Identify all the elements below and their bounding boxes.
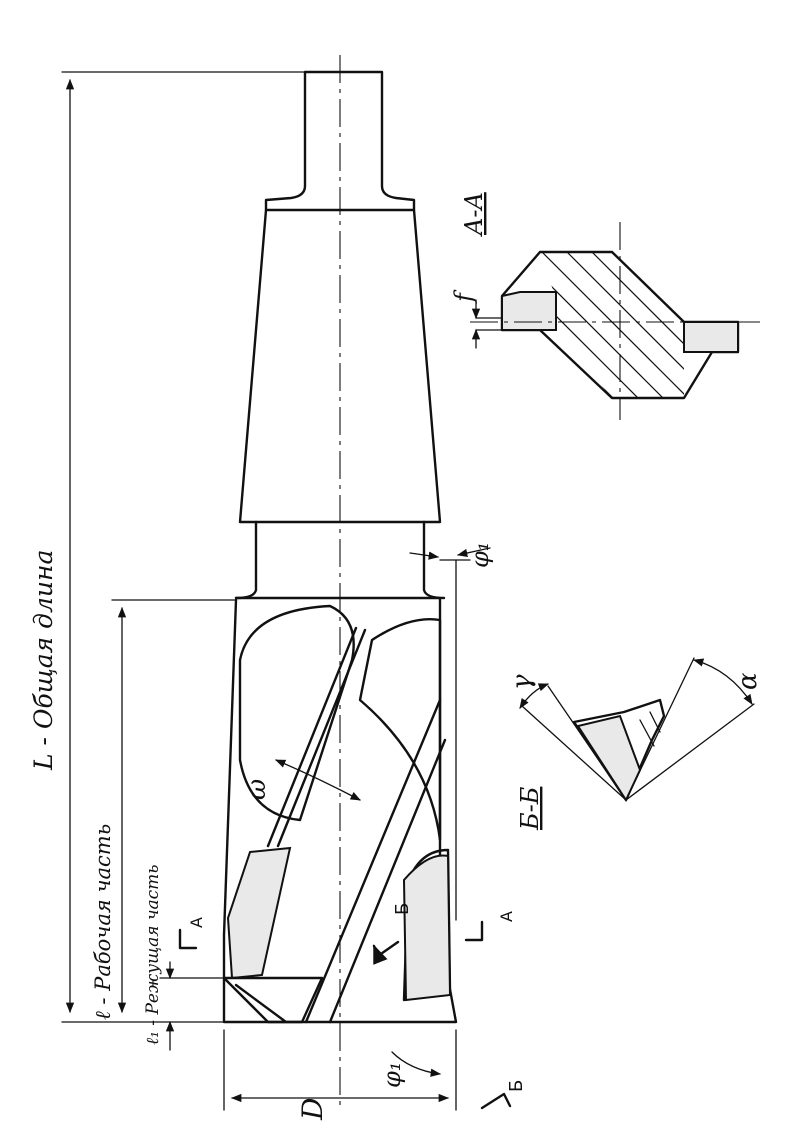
section-bb-insert [576, 714, 642, 803]
section-bb [519, 657, 755, 803]
drill-main-view [222, 55, 458, 1110]
angle-arc-gamma [519, 683, 549, 709]
label-phi1-top: φ₁ [466, 542, 494, 568]
label-cutting-part: ℓ₁ - Режущая часть [143, 864, 163, 1045]
carbide-insert-left [226, 846, 292, 980]
section-aa [470, 222, 760, 420]
section-bb-outline [572, 698, 666, 802]
angle-arc-omega [275, 759, 361, 801]
dimensions [61, 71, 512, 1111]
helix-land-4 [328, 738, 447, 1024]
label-phi1-bottom: φ₁ [378, 1062, 406, 1088]
section-aa-insert-left [501, 291, 557, 331]
label-section-aa: A-A [460, 192, 488, 237]
cutting-tip [222, 976, 324, 1024]
conical-shank [238, 208, 442, 524]
shank-tang [264, 70, 416, 212]
label-land-f: f [450, 289, 478, 304]
label-working-part: ℓ - Рабочая часть [91, 824, 115, 1020]
label-section-bb: Б-Б [516, 786, 544, 831]
label-alpha: α [733, 672, 763, 690]
label-gamma: γ [507, 674, 537, 690]
flute-upper-right [358, 618, 442, 842]
label-helix-angle: ω [242, 779, 272, 800]
label-cut-b-bottom: Б [506, 1080, 527, 1092]
cut-mark-b-bottom [480, 1092, 512, 1110]
helix-land-3 [304, 698, 442, 1024]
flute-upper-left [238, 604, 355, 822]
carbide-insert-right [402, 854, 452, 1002]
section-aa-insert-right [683, 321, 739, 353]
neck [234, 520, 446, 600]
helix-land-2 [276, 628, 367, 848]
cut-mark-a-left [178, 928, 198, 950]
drill-body [222, 596, 458, 1024]
helix-land-1 [266, 626, 358, 848]
angle-arc-phi1 [391, 1051, 442, 1077]
label-total-length: L - Общая длина [29, 550, 58, 771]
label-cut-a-left: A [187, 917, 206, 928]
label-cut-b-top: Б [392, 903, 413, 915]
cut-mark-a-right [464, 920, 484, 942]
label-diameter: D [296, 1098, 329, 1121]
angle-arc-alpha [692, 658, 753, 705]
label-cut-a-right: A [497, 911, 516, 922]
cut-mark-b-top [372, 940, 400, 965]
